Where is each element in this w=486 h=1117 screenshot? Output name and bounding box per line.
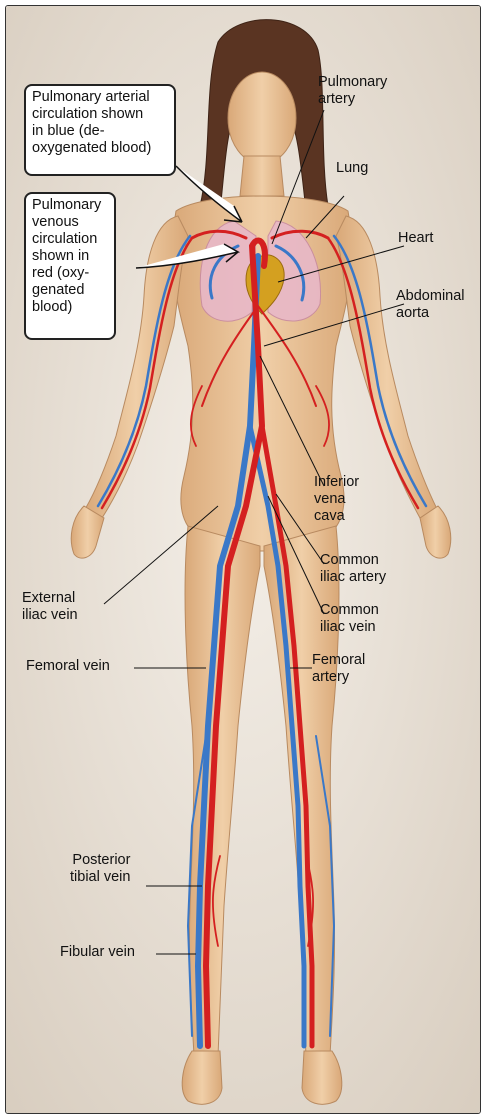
label-femoral-artery: Femoral artery (312, 652, 365, 686)
label-common-iliac-vein: Common iliac vein (320, 602, 379, 636)
label-inferior-vena-cava: Inferior vena cava (314, 474, 359, 525)
pulmonary-venous-callout: Pulmonary venous circulation shown in re… (24, 192, 116, 340)
pulmonary-arterial-callout: Pulmonary arterial circulation shown in … (24, 84, 176, 176)
label-external-iliac-vein: External iliac vein (22, 590, 78, 624)
label-common-iliac-artery: Common iliac artery (320, 552, 386, 586)
label-fibular-vein: Fibular vein (60, 944, 135, 961)
label-femoral-vein: Femoral vein (26, 658, 110, 675)
diagram-frame: Pulmonary arterial circulation shown in … (5, 5, 481, 1114)
label-posterior-tibial-vein: Posterior tibial vein (70, 852, 130, 886)
label-heart: Heart (398, 230, 433, 247)
label-abdominal-aorta: Abdominal aorta (396, 288, 465, 322)
label-pulmonary-artery: Pulmonary artery (318, 74, 387, 108)
label-lung: Lung (336, 160, 368, 177)
